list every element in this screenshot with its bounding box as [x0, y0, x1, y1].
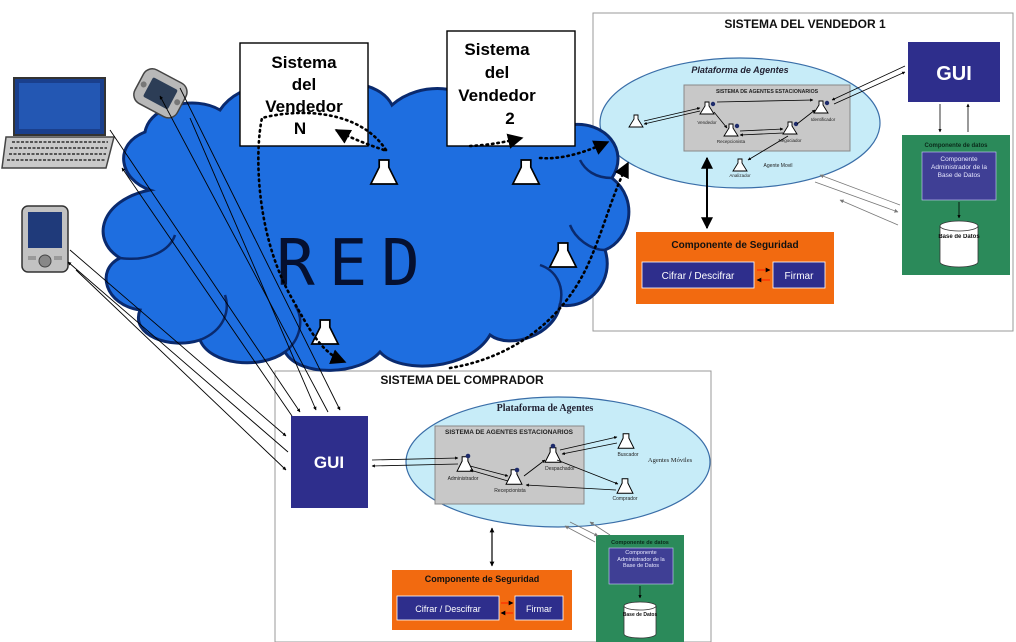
vendor1-db-admin-label: Componente Administrador de la Base de D… — [931, 156, 987, 179]
mobile-agent-routes — [257, 111, 630, 370]
buyer-db-label: Base de Datos — [622, 612, 658, 618]
vendor1-agent-identificador-label: Identificador — [811, 117, 836, 122]
vendor1-cipher-label: Cifrar / Descifrar — [662, 271, 735, 282]
vendor-n-line4: N — [294, 119, 306, 138]
vendor1-sign-box — [772, 261, 826, 289]
buyer-mobile-agent-buscador-label: Buscador — [617, 452, 638, 458]
vendor1-stationary-box — [683, 84, 851, 152]
laptop-icon — [1, 77, 115, 169]
vendor-n-line1: Sistema — [271, 53, 337, 72]
buyer-platform-label: Plataforma de Agentes — [497, 403, 594, 414]
buyer-data-component-title: Componente de datos — [611, 540, 669, 546]
buyer-cipher-box — [396, 595, 500, 621]
vendor-2-line1: Sistema — [464, 40, 530, 59]
vendor-2-line3: Vendedor — [458, 86, 536, 105]
mobile-phone-icon — [133, 68, 188, 119]
vendor1-mobile-agent-analizador-label: Analizador — [729, 173, 751, 178]
buyer-gui[interactable] — [291, 416, 368, 508]
network-cloud: RED — [101, 82, 631, 372]
buyer-agent-despachador-dot — [550, 443, 556, 449]
buyer-agent-despachador-label: Despachador — [545, 466, 575, 472]
buyer-agent-administrador-dot — [465, 453, 471, 459]
buyer-title: SISTEMA DEL COMPRADOR — [380, 373, 544, 387]
vendor1-stationary-label: SISTEMA DE AGENTES ESTACIONARIOS — [716, 89, 819, 95]
vendor1-security-title: Componente de Seguridad — [671, 240, 798, 251]
vendor-n-box: Sistema del Vendedor N — [239, 42, 369, 147]
vendor1-title: SISTEMA DEL VENDEDOR 1 — [724, 17, 886, 31]
buyer-mobile-agents-caption: Agentes Móviles — [648, 457, 693, 464]
device-connectors — [67, 87, 341, 471]
vendor1-platform-label: Plataforma de Agentes — [691, 65, 788, 75]
pda-icon — [21, 205, 69, 273]
vendor-2-line4: 2 — [505, 109, 514, 128]
vendor1-agent-vendedor-label: Vendedor — [697, 120, 717, 125]
vendor1-gui[interactable] — [908, 42, 1000, 102]
vendor1-system: SISTEMA DEL VENDEDOR 1 Plataforma de Age… — [592, 12, 1014, 332]
buyer-db-admin — [608, 547, 674, 585]
vendor1-mobile-agent-caption: Agente Movil — [764, 163, 793, 169]
buyer-system: SISTEMA DEL COMPRADOR Plataforma de Agen… — [274, 370, 712, 642]
buyer-gui-label: GUI — [314, 453, 344, 472]
vendor-2-line2: del — [485, 63, 510, 82]
vendor1-agent-recepcionista-label: Recepcionista — [717, 139, 746, 144]
vendor1-cipher-box — [641, 261, 755, 289]
buyer-mobile-agent-comprador-label: Comprador — [612, 496, 637, 502]
buyer-agent-recepcionista-label: Recepcionista — [494, 488, 526, 494]
buyer-agent-recepcionista-dot — [514, 467, 520, 473]
vendor-n-line3: Vendedor — [265, 97, 343, 116]
vendor1-agent-recepcionista-dot — [734, 123, 740, 129]
buyer-sign-box — [514, 595, 564, 621]
buyer-database — [623, 601, 657, 639]
buyer-cipher-label: Cifrar / Descifrar — [415, 604, 481, 614]
vendor1-db-admin — [921, 151, 997, 201]
buyer-stationary-box — [434, 425, 585, 505]
vendor1-sign-label: Firmar — [785, 271, 815, 282]
vendor1-database — [939, 220, 979, 268]
vendor1-agent-negociador-label: Negociador — [778, 138, 802, 143]
network-label: RED — [276, 227, 434, 301]
vendor-2-box: Sistema del Vendedor 2 — [446, 30, 576, 147]
vendor1-data-component-title: Componente de datos — [924, 143, 988, 149]
buyer-stationary-label: SISTEMA DE AGENTES ESTACIONARIOS — [445, 429, 573, 436]
vendor1-agent-negociador-dot — [793, 121, 799, 127]
vendor-n-line2: del — [292, 75, 317, 94]
vendor1-db-label: Base de Datos — [938, 234, 980, 240]
vendor1-gui-label: GUI — [936, 63, 972, 85]
vendor1-agent-identificador-dot — [824, 100, 830, 106]
buyer-security-title: Componente de Seguridad — [425, 574, 540, 584]
buyer-db-admin-label: Componente Administrador de la Base de D… — [617, 550, 665, 569]
buyer-agent-administrador-label: Administrador — [448, 476, 479, 482]
vendor1-agent-vendedor-dot — [710, 101, 716, 107]
buyer-sign-label: Firmar — [526, 604, 552, 614]
